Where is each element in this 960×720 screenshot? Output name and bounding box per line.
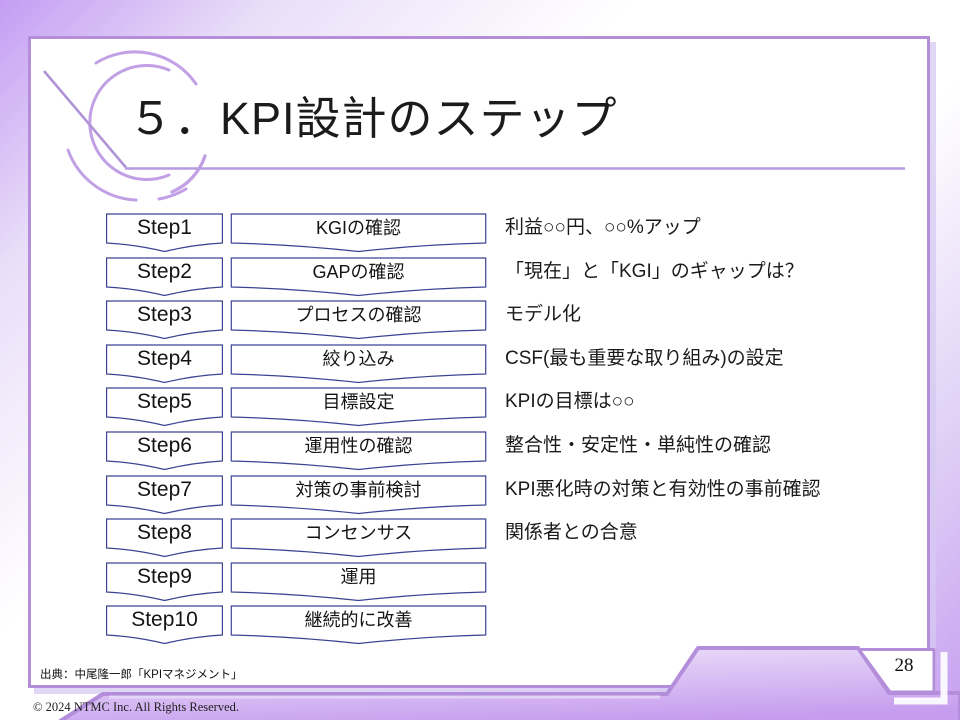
step-number: Step2 [137,260,192,283]
step-row: Step6 運用性の確認 整合性・安定性・単純性の確認 [106,431,936,471]
step-row: Step9 運用 [106,562,936,602]
step-label-box: 絞り込み [230,344,487,384]
step-label-shape [230,605,487,645]
step-badge-shape [106,213,223,253]
step-number: Step8 [137,521,192,544]
step-badge-shape [106,431,223,471]
step-label: GAPの確認 [312,262,405,282]
step-label-shape [230,344,487,384]
step-label-shape [230,387,487,427]
step-label-shape [230,431,487,471]
step-label: コンセンサス [304,523,413,543]
step-number: Step6 [137,434,192,457]
step-badge: Step9 [106,562,223,602]
step-badge: Step5 [106,387,223,427]
step-number: Step5 [137,390,192,413]
step-badge: Step7 [106,475,223,515]
step-note: モデル化 [505,304,582,325]
step-row: Step2 GAPの確認 「現在」と「KGI」のギャップは？ [106,257,936,297]
step-row: Step3 プロセスの確認 モデル化 [106,300,936,340]
step-label-box: GAPの確認 [230,257,487,297]
steps-list: Step1 KGIの確認 利益○○円、○○%アップ Step2 GAPの確認 「… [106,213,936,653]
step-badge-shape [106,387,223,427]
step-badge: Step3 [106,300,223,340]
step-badge-shape [106,562,223,602]
page-title: ５．KPI設計のステップ [128,93,618,144]
step-row: Step7 対策の事前検討 KPI悪化時の対策と有効性の事前確認 [106,475,936,515]
step-row: Step10 継続的に改善 [106,605,936,645]
source-note: 出典：中尾隆一郎「KPIマネジメント」 [40,669,243,681]
step-badge-shape [106,475,223,515]
step-label-shape [230,518,487,558]
step-number: Step4 [137,347,192,370]
step-label-shape [230,257,487,297]
step-note: CSF(最も重要な取り組み)の設定 [505,348,784,369]
step-number: Step7 [137,478,192,501]
step-label: 目標設定 [322,392,395,412]
step-badge-shape [106,518,223,558]
step-badge: Step8 [106,518,223,558]
step-badge-shape [106,300,223,340]
step-number: Step9 [137,565,192,588]
step-label-box: 運用 [230,562,487,602]
step-row: Step1 KGIの確認 利益○○円、○○%アップ [106,213,936,253]
step-note: 「現在」と「KGI」のギャップは？ [505,261,804,282]
step-number: Step3 [137,303,192,326]
step-label: 運用 [340,567,377,587]
step-note: KPI悪化時の対策と有効性の事前確認 [505,479,821,500]
step-badge: Step4 [106,344,223,384]
step-label-box: 継続的に改善 [230,605,487,645]
copyright-notice: © 2024 NTMC Inc. All Rights Reserved. [33,700,240,714]
step-badge-shape [106,257,223,297]
step-label: プロセスの確認 [295,305,422,325]
step-label-box: KGIの確認 [230,213,487,253]
step-label: 継続的に改善 [304,610,413,630]
step-label: KGIの確認 [315,218,401,238]
step-note: 関係者との合意 [505,522,638,543]
step-row: Step4 絞り込み CSF(最も重要な取り組み)の設定 [106,344,936,384]
step-badge: Step1 [106,213,223,253]
step-note: 整合性・安定性・単純性の確認 [505,435,772,456]
step-label-box: 運用性の確認 [230,431,487,471]
step-label-box: プロセスの確認 [230,300,487,340]
step-label-shape [230,562,487,602]
step-label: 対策の事前検討 [295,480,422,500]
step-label-box: 目標設定 [230,387,487,427]
page-number: 28 [894,655,914,676]
step-label-shape [230,475,487,515]
step-badge-shape [106,605,223,645]
step-note: KPIの目標は○○ [505,391,635,412]
step-label-shape [230,300,487,340]
step-label-box: コンセンサス [230,518,487,558]
step-note: 利益○○円、○○%アップ [505,217,701,238]
step-number: Step1 [137,216,192,239]
step-badge: Step2 [106,257,223,297]
step-row: Step5 目標設定 KPIの目標は○○ [106,387,936,427]
step-number: Step10 [131,608,198,631]
step-row: Step8 コンセンサス 関係者との合意 [106,518,936,558]
step-badge: Step10 [106,605,223,645]
step-badge: Step6 [106,431,223,471]
step-label-shape [230,213,487,253]
step-label: 運用性の確認 [304,436,413,456]
step-label: 絞り込み [322,349,395,369]
step-badge-shape [106,344,223,384]
step-label-box: 対策の事前検討 [230,475,487,515]
